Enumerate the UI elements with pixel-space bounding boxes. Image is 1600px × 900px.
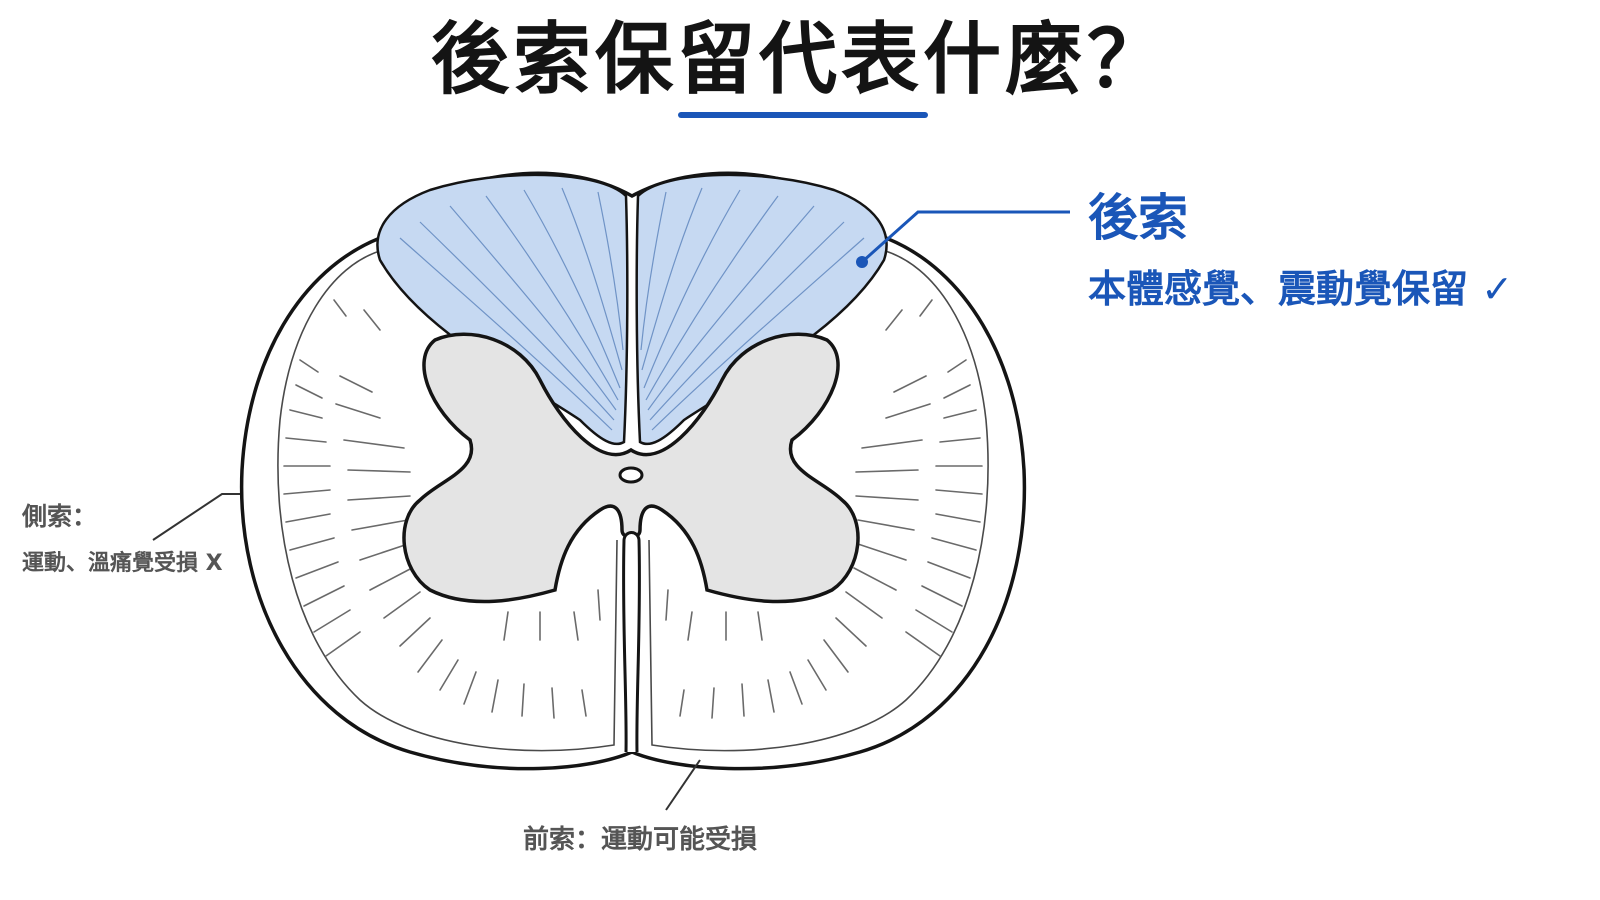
title-underline	[678, 112, 928, 118]
posterior-column	[376, 173, 888, 446]
page-title: 後索保留代表什麼？	[430, 15, 1169, 105]
lateral-column-boundary-left	[277, 249, 618, 752]
posterior-leader-dot	[856, 256, 868, 268]
lateral-leader-line	[152, 493, 240, 541]
posterior-leader-line	[861, 210, 1070, 264]
central-canal	[618, 466, 644, 484]
posterior-column-description: 本體感覺、震動覺保留 ✓	[1088, 267, 1514, 311]
anterior-column-label: 前索：運動可能受損	[523, 825, 758, 855]
posterior-fibers	[399, 187, 865, 431]
white-matter-fibers	[283, 299, 983, 719]
anterior-leader-line	[665, 759, 701, 811]
posterior-column-label: 後索	[1088, 189, 1188, 247]
anterior-median-fissure	[622, 531, 641, 753]
lateral-column-boundary-right	[648, 249, 989, 752]
lateral-column-label: 側索：	[22, 502, 98, 531]
lateral-column-description: 運動、溫痛覺受損 X	[22, 551, 223, 576]
